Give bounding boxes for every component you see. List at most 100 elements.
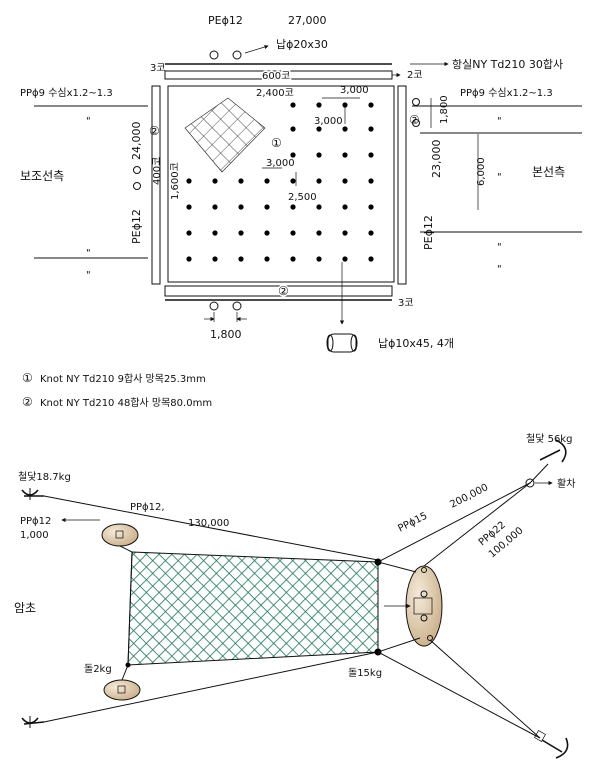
lower-right-rope [429,639,541,739]
bottom-selvage [164,285,393,297]
knot-dot [342,204,348,210]
mark-2-bottom: ② [278,284,289,298]
knot-dot [264,204,270,210]
knot-dot [342,178,348,184]
buoy-ring [420,590,428,598]
dim-23000: 23,000 [430,140,443,179]
rope-fitting [534,730,546,742]
anchor-icon [539,439,567,463]
pp12-main-len: 130,000 [188,518,229,529]
knot-dot [212,204,218,210]
legend: ① Knot NY Td210 9합사 망목25.3mm ② Knot NY T… [22,371,212,409]
knot-dot [368,204,374,210]
sinker-circle [232,301,242,311]
rope-segment [119,545,133,553]
ditto-mark: " [86,270,91,281]
dim-1600: 1,600코 [170,162,181,200]
legend-text-2: Knot NY Td210 48합사 망목80.0mm [40,397,212,409]
pe12-label: PEϕ12 [208,14,243,27]
knot-dot [368,178,374,184]
knot-dot [342,256,348,262]
net-panel [127,551,379,666]
stone2-label: 돌2kg [84,663,112,675]
knot-dot [264,178,270,184]
reef-label: 암초 [14,601,36,615]
knot-dot [212,256,218,262]
knot-dot [368,126,374,132]
pe12-vertical-left: PEϕ12 [130,209,143,244]
ditto-mark: " [497,264,502,275]
ditto-mark: " [497,116,502,127]
float-buoy [101,523,139,547]
knot-dot [368,152,374,158]
ditto-mark: " [497,172,502,183]
net-left-edge [127,551,133,666]
pp22-rope [423,482,531,567]
knot-dot [342,230,348,236]
knot-dot [316,126,322,132]
ditto-mark: " [86,116,91,127]
dim-3000a: 3,000 [340,85,369,96]
mark-2-right: ② [409,113,420,127]
stone15-label: 돌15kg [348,667,382,679]
lead-leader [244,45,269,54]
dim-400: 400코 [152,157,163,185]
legend-mark-1: ① [22,371,33,385]
pp12-label: PPϕ12 [20,516,51,527]
ko3-top: 3코 [150,63,166,74]
ko600: 600코 [262,71,290,82]
left-side-label: 보조선측 [20,169,64,183]
lower-main-rope [43,651,379,723]
dim-2500: 2,500 [288,192,317,203]
float-fitting [115,530,124,539]
right-side-label: 본선측 [532,165,565,179]
anchor-right-label: 철닻 56kg [526,433,572,445]
dim-1800-right: 1,800 [439,95,450,124]
ditto-mark: " [497,242,502,253]
pp9-left: PPϕ9 수심x1.2~1.3 [20,87,113,99]
bottom-float-buoy [103,679,141,701]
anchor-icon [21,488,44,500]
knot-dot [290,152,296,158]
mark-2-left: ② [149,124,160,138]
stone-weight [125,662,131,668]
main-buoy [405,565,443,647]
knot-dot [186,230,192,236]
knot-dot [238,204,244,210]
rope-segment [377,561,417,573]
ko2: 2코 [407,70,423,81]
knot-dot [316,230,322,236]
dim-6000: 6,000 [476,157,487,186]
top-diagram: PEϕ12 27,000 납ϕ20x30 3코 600코 2코 항실NY Td2… [20,14,582,353]
anchor-left-label: 철닻18.7kg [18,471,71,483]
knot-dot [316,102,322,108]
anchor-icon [21,716,45,728]
pe12-vertical-right: PEϕ12 [422,215,435,250]
bottom-diagram: 철닻18.7kg PPϕ12, 130,000 PPϕ12 1,000 암초 돌… [14,433,575,759]
float-circle [133,166,141,174]
buoy-ring [420,614,428,622]
knot-dot [368,102,374,108]
float-fitting [117,685,126,694]
rope-segment [377,637,421,653]
float-circle [412,98,420,106]
knot-dot [290,230,296,236]
knot-dot [264,230,270,236]
knot-dot [342,152,348,158]
pp15-rope [377,482,531,563]
knot-dot [290,256,296,262]
rope-segment [121,664,129,681]
mark-1: ① [271,136,282,150]
knot-dot [342,126,348,132]
pe12-length: 27,000 [288,14,327,27]
knot-dot [186,256,192,262]
pulley-label: 활차 [557,477,575,490]
knot-dot [238,256,244,262]
knot-dot [316,152,322,158]
lower-right-rope [377,651,541,739]
ditto-mark: " [86,248,91,259]
buoy-ring [421,567,427,573]
knot-dot [186,204,192,210]
